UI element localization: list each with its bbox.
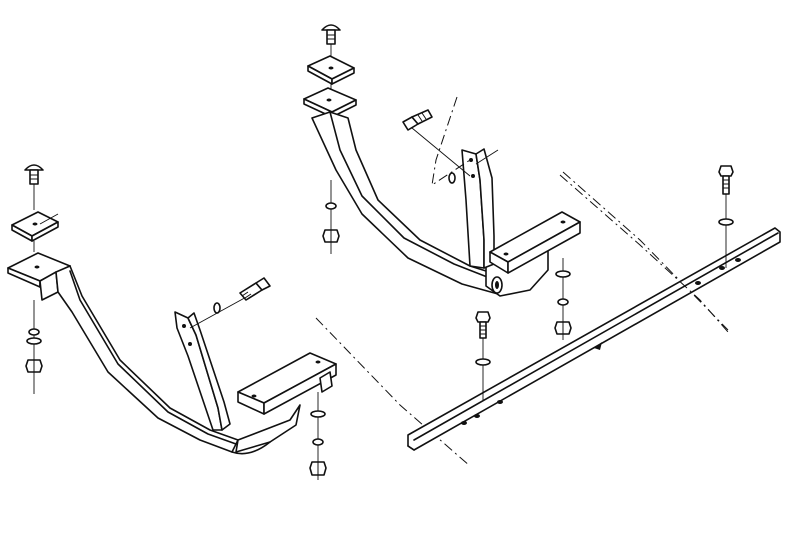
cross-bar bbox=[407, 227, 781, 451]
right-bracket-lower-hardware bbox=[554, 258, 572, 340]
bracket-box-right bbox=[489, 211, 581, 274]
washer-left-b bbox=[310, 410, 326, 418]
washer-center bbox=[475, 358, 491, 366]
lock-washer-right-b bbox=[448, 172, 456, 184]
spacer-plate-left-top bbox=[11, 211, 59, 252]
washer-left-a bbox=[26, 337, 42, 345]
upright-plate-right bbox=[461, 148, 499, 269]
leader-line-far-right bbox=[559, 174, 729, 333]
washer-far-right bbox=[718, 218, 734, 226]
left-bracket-lower-hardware bbox=[309, 392, 327, 480]
upright-plate-left bbox=[174, 311, 231, 431]
leader-line-left bbox=[315, 317, 471, 467]
right-frame-bracket-assembly bbox=[303, 24, 729, 340]
lock-washer-left-b bbox=[213, 302, 221, 314]
hex-bolt-right bbox=[402, 96, 471, 187]
lock-washer-right-a bbox=[325, 202, 337, 210]
carriage-bolt-left bbox=[24, 164, 44, 210]
washer-right-b bbox=[555, 270, 571, 278]
hex-bolt-left bbox=[189, 277, 271, 329]
lock-washer-left-c bbox=[312, 438, 324, 446]
lock-washer-right-c bbox=[557, 298, 569, 306]
left-frame-bracket-assembly bbox=[7, 164, 471, 480]
right-arm-left-hardware bbox=[322, 180, 340, 254]
bracket-arm-left bbox=[39, 265, 301, 455]
leader-line-right bbox=[562, 171, 729, 331]
hex-bolt-center bbox=[475, 311, 491, 400]
bracket-box-left bbox=[237, 352, 337, 415]
hex-bolt-far-right bbox=[718, 165, 734, 268]
left-lower-hardware bbox=[25, 300, 43, 394]
lock-washer-left-a bbox=[28, 328, 40, 336]
spacer-plate-right-top bbox=[307, 55, 355, 92]
